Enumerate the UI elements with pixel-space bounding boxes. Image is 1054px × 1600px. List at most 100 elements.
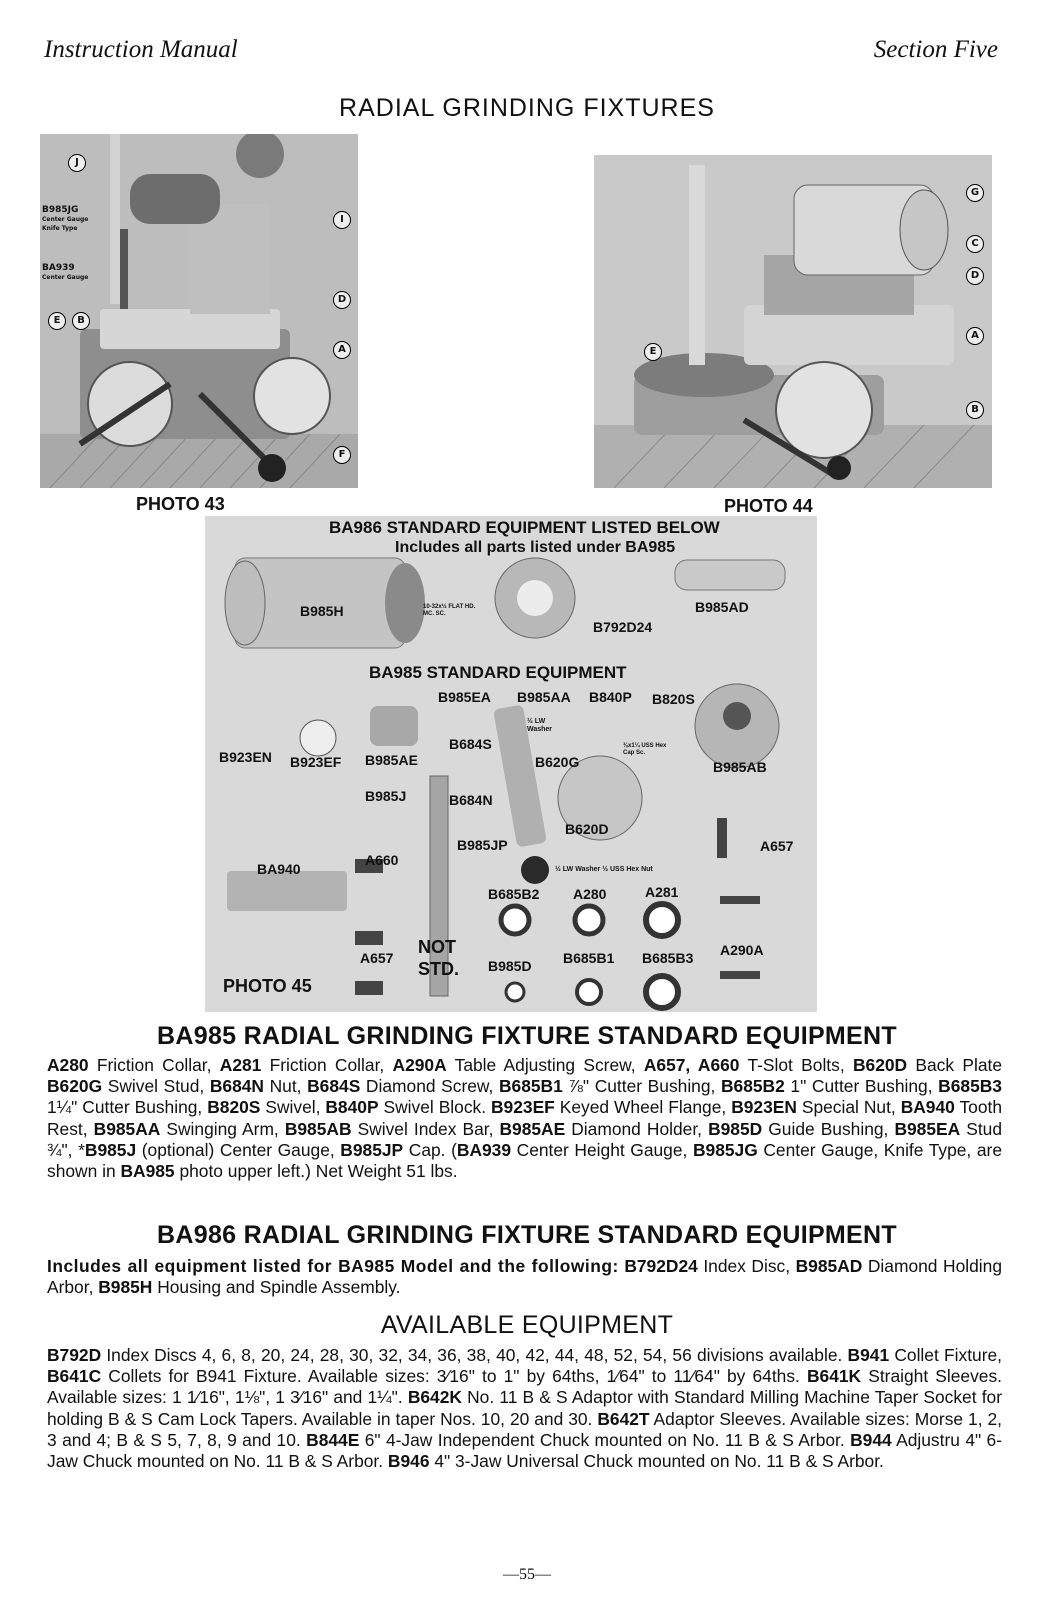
part-b684n: B684N xyxy=(449,792,493,808)
part-hex-cap: ⅜x1¼ USS Hex Cap Sc. xyxy=(623,743,667,756)
description-text: Diamond Holder, xyxy=(565,1118,709,1139)
part-b923ef: B923EF xyxy=(290,754,342,770)
description-text: Swivel Stud, xyxy=(102,1076,210,1097)
description-text: Nut, xyxy=(263,1076,308,1097)
part-number: B641C xyxy=(47,1366,102,1387)
callout-letter-f: F xyxy=(333,446,351,464)
callout-letter-a: A xyxy=(333,341,351,359)
available-text-body: B792D Index Discs 4, 6, 8, 20, 24, 28, 3… xyxy=(47,1345,1002,1471)
photo-43-label: PHOTO 43 xyxy=(136,494,225,514)
part-number: B944 xyxy=(850,1429,892,1450)
part-b985j: B985J xyxy=(365,788,407,804)
photo-45-illustration xyxy=(224,557,786,1011)
part-number: B923EN xyxy=(731,1097,797,1118)
part-number: B820S xyxy=(207,1097,261,1118)
header-right: Section Five xyxy=(873,36,998,63)
part-number: B685B3 xyxy=(938,1076,1002,1097)
part-screw-note: 10-32x½ FLAT HD. MC. SC. xyxy=(423,604,476,617)
part-number: B946 xyxy=(387,1451,430,1472)
description-text: Diamond Screw, xyxy=(360,1076,499,1097)
description-text: Straight Sleeves. Available sizes: 1 1⁄1… xyxy=(47,1366,1002,1408)
available-equipment-text: B792D Index Discs 4, 6, 8, 20, 24, 28, 3… xyxy=(47,1345,1002,1472)
part-number: BA985 xyxy=(120,1161,175,1182)
description-text: Back Plate xyxy=(907,1055,1002,1075)
part-number: B684N xyxy=(209,1076,264,1097)
part-a280: A280 xyxy=(573,886,607,902)
ba985-text-body: A280 Friction Collar, A281 Friction Coll… xyxy=(47,1055,1002,1181)
description-text: 1¼" Cutter Bushing, xyxy=(47,1097,208,1118)
part-b620d: B620D xyxy=(565,821,609,837)
part-b685b3: B685B3 xyxy=(642,950,694,966)
description-text: Swivel, xyxy=(260,1097,326,1118)
callout-letter-a2: A xyxy=(966,327,984,345)
part-number: B685B1 xyxy=(498,1076,563,1097)
description-text: 1" Cutter Bushing, xyxy=(784,1076,939,1097)
part-number: B684S xyxy=(307,1076,361,1097)
description-text: ⅞" Cutter Bushing, xyxy=(562,1076,721,1097)
part-b985ea: B985EA xyxy=(438,689,491,705)
callout-b985jg: B985JG Center Gauge Knife Type xyxy=(42,205,89,233)
part-a660: A660 xyxy=(365,852,399,868)
part-number: B620G xyxy=(47,1076,103,1097)
part-number: A280 xyxy=(47,1055,89,1075)
part-a657-bottom: A657 xyxy=(360,950,394,966)
part-b820s: B820S xyxy=(652,691,695,707)
part-number: A281 xyxy=(219,1055,262,1075)
part-number: B985AB xyxy=(284,1118,352,1139)
part-number: B792D xyxy=(47,1345,102,1365)
part-b620g: B620G xyxy=(535,754,580,770)
part-b985ad: B985AD xyxy=(695,599,749,615)
part-b985d: B985D xyxy=(488,958,532,974)
callout-letter-e2: E xyxy=(644,343,662,361)
part-number: B642K xyxy=(407,1387,462,1408)
part-number: B923EF xyxy=(491,1097,555,1118)
description-text: Center Height Gauge, xyxy=(511,1139,693,1160)
part-b985ae: B985AE xyxy=(365,752,418,768)
part-b923en: B923EN xyxy=(219,749,272,765)
part-b840p: B840P xyxy=(589,689,632,705)
part-number: B985AD xyxy=(795,1256,863,1276)
part-number: B985JP xyxy=(340,1139,404,1160)
description-text: T-Slot Bolts, xyxy=(739,1055,853,1075)
description-text: No. 11 B & S Adaptor with Standard Milli… xyxy=(47,1387,1002,1429)
part-number: B985AE xyxy=(499,1118,566,1139)
ba986-lead-text: Includes all equipment listed for BA985 … xyxy=(47,1256,619,1276)
callout-letter-g: G xyxy=(966,184,984,202)
part-a290a: A290A xyxy=(720,942,764,958)
description-text: Housing and Spindle Assembly. xyxy=(152,1277,401,1298)
description-text: Friction Collar, xyxy=(88,1055,220,1075)
callout-letter-d: D xyxy=(333,291,351,309)
part-a657-top: A657 xyxy=(760,838,794,854)
header-left: Instruction Manual xyxy=(44,36,238,63)
part-b985ab: B985AB xyxy=(713,759,767,775)
part-number: B985JG xyxy=(692,1139,758,1160)
available-equipment-heading: AVAILABLE EQUIPMENT xyxy=(380,1311,674,1339)
part-nut-note: ½ LW Washer ½ USS Hex Nut xyxy=(555,866,653,873)
callout-letter-j: J xyxy=(68,154,86,172)
ba985-standard-heading: BA985 STANDARD EQUIPMENT xyxy=(369,663,627,682)
description-text: Index Disc, xyxy=(697,1256,796,1276)
part-b985jp: B985JP xyxy=(457,837,508,853)
part-number: B620D xyxy=(852,1055,908,1075)
part-number: B685B2 xyxy=(720,1076,785,1097)
part-number: B792D24 xyxy=(624,1256,698,1276)
callout-ba939: BA939 Center Gauge xyxy=(42,263,89,282)
description-text: Adjustru 4" 6-Jaw Chuck mounted on No. 1… xyxy=(47,1429,1003,1472)
part-number: A290A xyxy=(392,1055,447,1075)
part-b792d24: B792D24 xyxy=(593,619,653,635)
description-text: Center Gauge, Knife Type, are shown in xyxy=(47,1139,1002,1182)
part-number: BA939 xyxy=(456,1139,512,1160)
description-text: Swivel Block. xyxy=(378,1097,491,1118)
description-text: Tooth Rest, xyxy=(47,1097,1002,1139)
part-lw-washer: ½ LW Washer xyxy=(527,718,553,733)
part-number: B840P xyxy=(325,1097,379,1118)
callout-letter-i: I xyxy=(333,211,351,229)
description-text: Diamond Holding Arbor, xyxy=(47,1256,1002,1298)
part-a281: A281 xyxy=(645,884,679,900)
part-b685b2: B685B2 xyxy=(488,886,540,902)
callout-letter-d2: D xyxy=(966,267,984,285)
photo-44-illustration xyxy=(594,165,992,488)
part-number: B985H xyxy=(98,1277,153,1298)
callout-letter-e: E xyxy=(48,312,66,330)
description-text: Stud ¾", * xyxy=(47,1118,1002,1160)
